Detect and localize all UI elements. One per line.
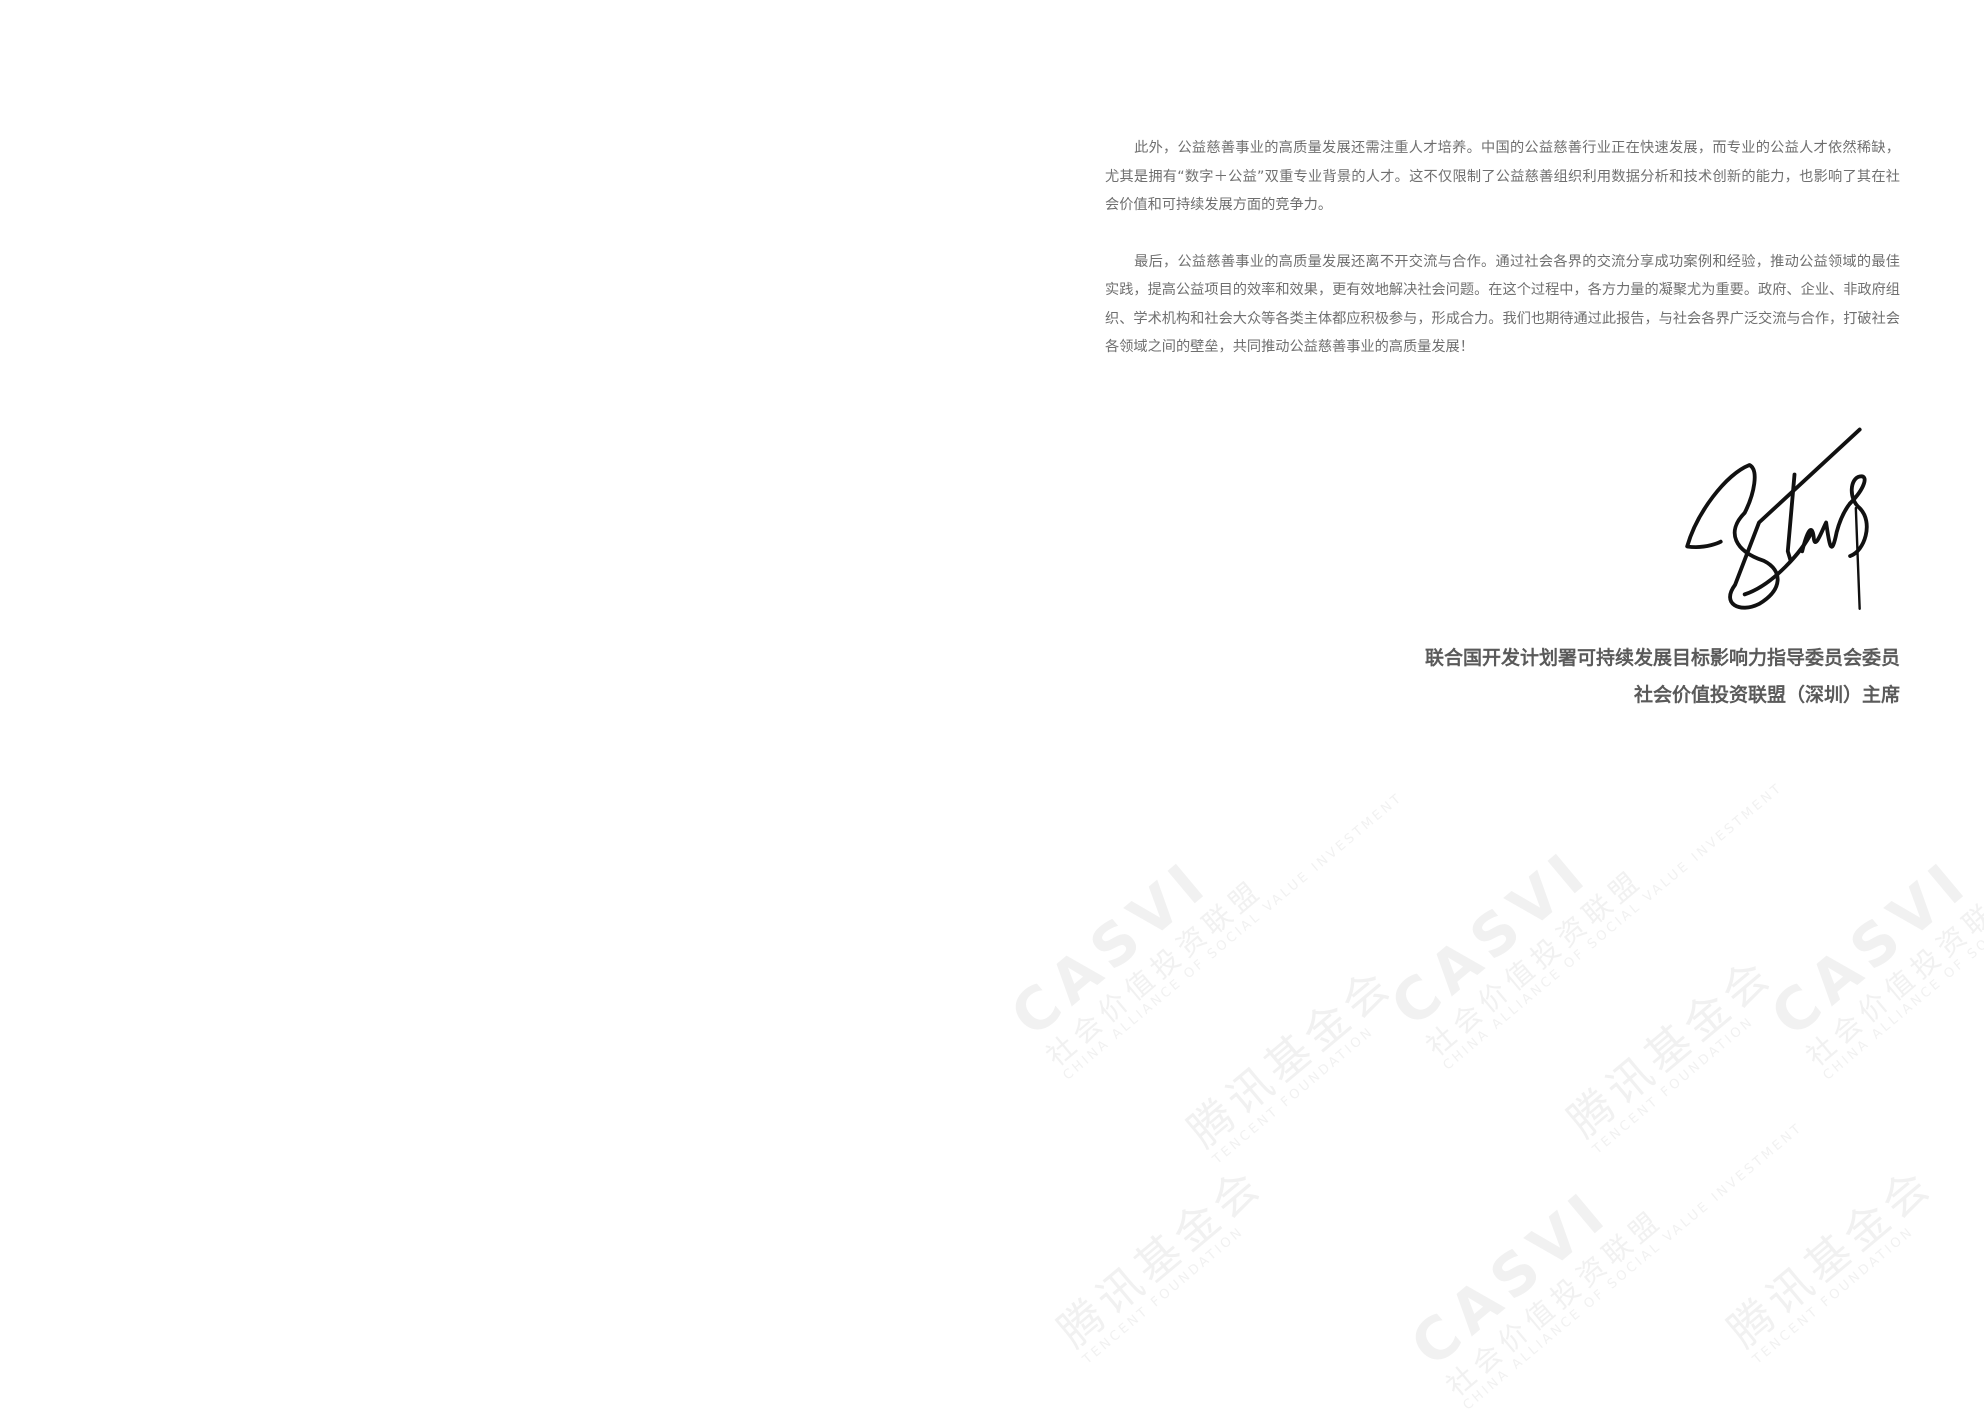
paragraph-talent: 此外，公益慈善事业的高质量发展还需注重人才培养。中国的公益慈善行业正在快速发展，…	[1105, 140, 1900, 213]
signer-title-undp: 联合国开发计划署可持续发展目标影响力指导委员会委员	[1424, 647, 1900, 669]
signer-titles: 联合国开发计划署可持续发展目标影响力指导委员会委员 社会价值投资联盟（深圳）主席	[1425, 640, 1900, 714]
paragraph-cooperation: 最后，公益慈善事业的高质量发展还离不开交流与合作。通过社会各界的交流分享成功案例…	[1105, 253, 1900, 356]
signer-title-casvi: 社会价值投资联盟（深圳）主席	[1633, 684, 1900, 706]
body-text: 此外，公益慈善事业的高质量发展还需注重人才培养。中国的公益慈善行业正在快速发展，…	[1105, 134, 1900, 390]
signature-image	[1685, 427, 1869, 610]
